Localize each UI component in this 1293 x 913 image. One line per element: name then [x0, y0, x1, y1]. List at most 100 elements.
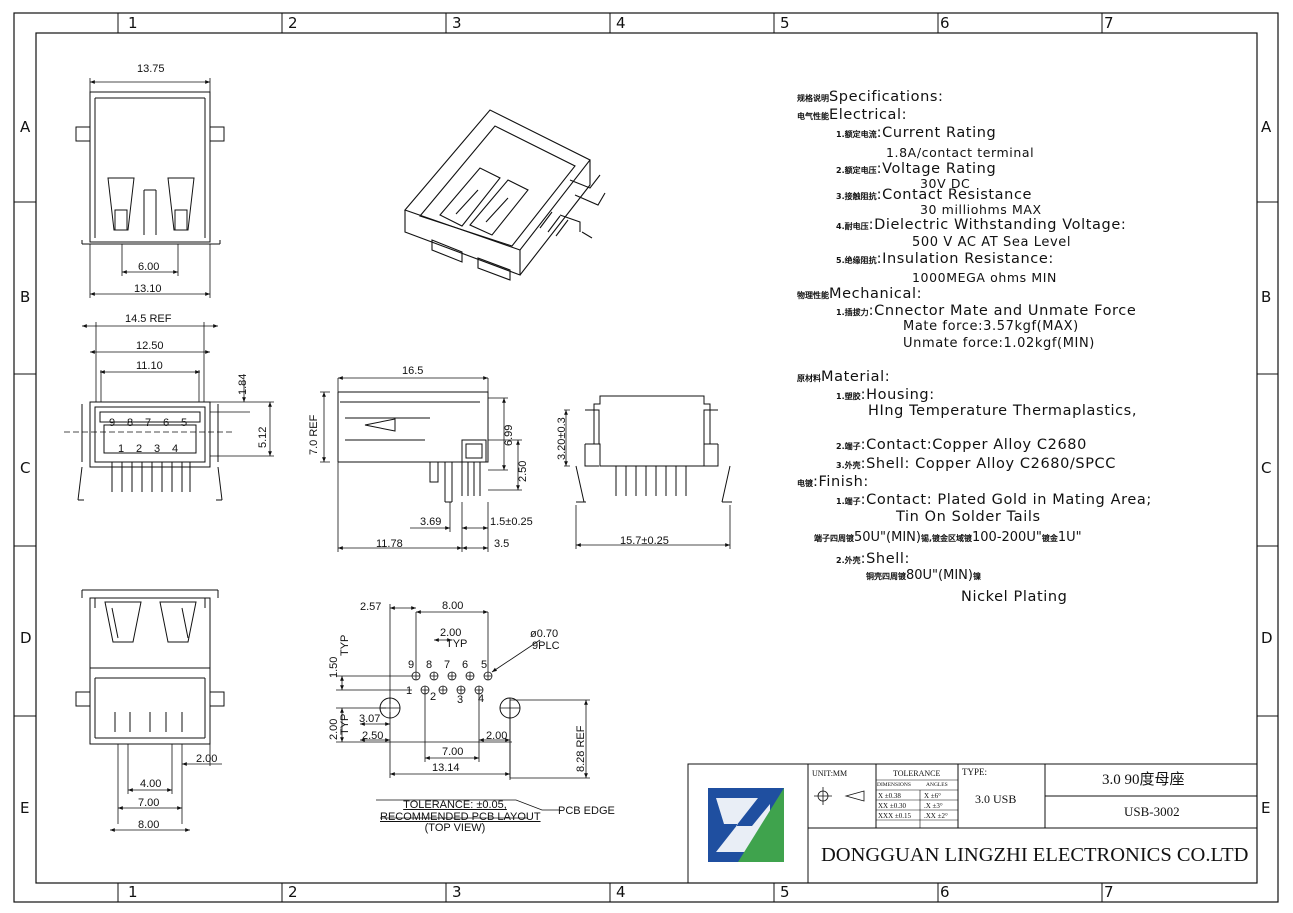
- bottom-view: [75, 589, 225, 832]
- pcb-note-tolerance: TOLERANCE: ±0.05,: [403, 799, 507, 811]
- pcb-dim-3-07: 3.07: [359, 713, 380, 725]
- pcb-pad-row-top: [411, 671, 493, 681]
- grid-row-c-right: C: [1261, 459, 1271, 477]
- dim-3-5: 3.5: [494, 538, 509, 550]
- spec-contact-resistance: 3.接触阻抗:Contact Resistance: [836, 187, 1033, 203]
- dim-16-5: 16.5: [402, 365, 423, 377]
- grid-col-1-bottom: 1: [128, 883, 138, 901]
- pcb-dim-2-50: 2.50: [362, 730, 383, 742]
- spec-nickel-plating: Nickel Plating: [961, 589, 1068, 605]
- front-pin-9: 9: [109, 417, 115, 429]
- dim-6-00: 6.00: [138, 261, 159, 273]
- spec-mechanical: 物理性能Mechanical:: [797, 286, 923, 302]
- pcb-dim-7-00: 7.00: [442, 746, 463, 758]
- dim-14-5-ref: 14.5 REF: [125, 313, 172, 325]
- pcb-dim-1-50: 1.50: [328, 657, 340, 678]
- pcb-dim-13-14: 13.14: [432, 762, 460, 774]
- pcb-pin-4: 4: [478, 693, 484, 705]
- spec-shell-material: 3.外壳:Shell: Copper Alloy C2680/SPCC: [836, 456, 1117, 472]
- grid-labels: 1 2 3 4 5 6 7 1 2 3 4 5 6 7 A B C D E A …: [20, 14, 1273, 901]
- isometric-view: [404, 109, 606, 281]
- spec-contact-plating: 1.端子:Contact: Plated Gold in Mating Area…: [836, 492, 1152, 508]
- dim-bottom-8-00: 8.00: [138, 819, 159, 831]
- dim-3-69: 3.69: [420, 516, 441, 528]
- unit-label: UNIT:MM: [812, 769, 848, 778]
- ang-x: X ±6°: [924, 792, 941, 800]
- front-pin-6: 6: [163, 417, 169, 429]
- tol-xxx: XXX ±0.15: [878, 812, 912, 820]
- spec-insulation: 5.绝缘阻抗:Insulation Resistance:: [836, 251, 1054, 267]
- side-view: [320, 376, 522, 552]
- pcb-dim-2-57: 2.57: [360, 601, 381, 613]
- ang-x1: .X ±3°: [924, 802, 943, 810]
- company-logo: [708, 788, 784, 862]
- dim-15-7: 15.7±0.25: [620, 535, 669, 547]
- pcb-typ-left: TYP: [339, 635, 351, 656]
- spec-resistance-value: 30 milliohms MAX: [920, 202, 1042, 217]
- spec-solder-tails: Tin On Solder Tails: [896, 509, 1041, 525]
- pcb-dim-2-00-typ: 2.00: [440, 627, 461, 639]
- grid-col-7-bottom: 7: [1104, 883, 1114, 901]
- dim-bottom-7-00: 7.00: [138, 797, 159, 809]
- grid-col-6: 6: [940, 14, 950, 32]
- pcb-dim-2-00-left: 2.00: [328, 719, 340, 740]
- pcb-typ-top: TYP: [446, 638, 467, 650]
- pcb-pin-2: 2: [430, 691, 436, 703]
- grid-col-4-bottom: 4: [616, 883, 626, 901]
- pcb-pin-7: 7: [444, 659, 450, 671]
- pcb-dim-8-28-ref: 8.28 REF: [575, 725, 587, 772]
- spec-title: 规格说明Specifications:: [797, 89, 944, 105]
- sheet-frame: [13, 12, 1279, 903]
- grid-col-4: 4: [616, 14, 626, 32]
- ang-x2: .XX ±2°: [924, 812, 948, 820]
- grid-row-a-right: A: [1261, 118, 1272, 136]
- spec-contact-material: 2.端子:Contact:Copper Alloy C2680: [836, 437, 1087, 453]
- pcb-pin-5: 5: [481, 659, 487, 671]
- top-view: [75, 78, 225, 298]
- spec-housing: 1.塑胶:Housing:: [836, 387, 935, 403]
- front-pin-1: 1: [118, 443, 124, 455]
- dim-1-84: 1.84: [237, 374, 249, 395]
- pcb-layout: [336, 604, 590, 819]
- spec-housing-value: HIng Temperature Thermaplastics,: [868, 403, 1138, 419]
- front-pin-4: 4: [172, 443, 178, 455]
- angles-label: ANGLES: [926, 782, 948, 788]
- type-value: 3.0 USB: [975, 792, 1017, 806]
- grid-row-e: E: [20, 799, 29, 817]
- pcb-pin-9: 9: [408, 659, 414, 671]
- dim-5-12: 5.12: [257, 427, 269, 448]
- grid-col-5: 5: [780, 14, 790, 32]
- pcb-typ-left-2: TYP: [339, 714, 351, 735]
- dim-1-5: 1.5±0.25: [490, 516, 533, 528]
- pcb-dim-0-70: ø0.70: [530, 628, 558, 640]
- pcb-9plc: 9PLC: [532, 640, 560, 652]
- dimensions-label: DIMENSIONS: [877, 782, 911, 788]
- title-block: [687, 763, 1258, 884]
- grid-row-c: C: [20, 459, 30, 477]
- grid-col-6-bottom: 6: [940, 883, 950, 901]
- dim-bottom-2-00: 2.00: [196, 753, 217, 765]
- grid-col-3-bottom: 3: [452, 883, 462, 901]
- dim-7-0-ref: 7.0 REF: [308, 414, 320, 455]
- spec-mate-force: 1.插拔力:Cnnector Mate and Unmate Force: [836, 303, 1137, 319]
- pcb-edge-label: PCB EDGE: [558, 805, 615, 817]
- spec-unmate-force-min: Unmate force:1.02kgf(MIN): [903, 336, 1095, 351]
- pcb-pin-6: 6: [462, 659, 468, 671]
- grid-col-2: 2: [288, 14, 298, 32]
- dim-13-75: 13.75: [137, 63, 165, 75]
- pcb-pin-1: 1: [406, 685, 412, 697]
- rear-view: [564, 395, 732, 549]
- front-pin-2: 2: [136, 443, 142, 455]
- spec-electrical: 电气性能Electrical:: [797, 107, 908, 123]
- front-pin-5: 5: [181, 417, 187, 429]
- front-pin-3: 3: [154, 443, 160, 455]
- grid-row-a: A: [20, 118, 31, 136]
- grid-col-7: 7: [1104, 14, 1114, 32]
- grid-row-d: D: [20, 629, 32, 647]
- spec-dielectric: 4.耐电压:Dielectric Withstanding Voltage:: [836, 217, 1127, 233]
- logo-accent: [738, 788, 784, 862]
- grid-row-b: B: [20, 288, 30, 306]
- dim-11-10: 11.10: [136, 360, 163, 372]
- spec-dielectric-value: 500 V AC AT Sea Level: [912, 235, 1072, 250]
- spec-insulation-value: 1000MEGA ohms MIN: [912, 270, 1057, 285]
